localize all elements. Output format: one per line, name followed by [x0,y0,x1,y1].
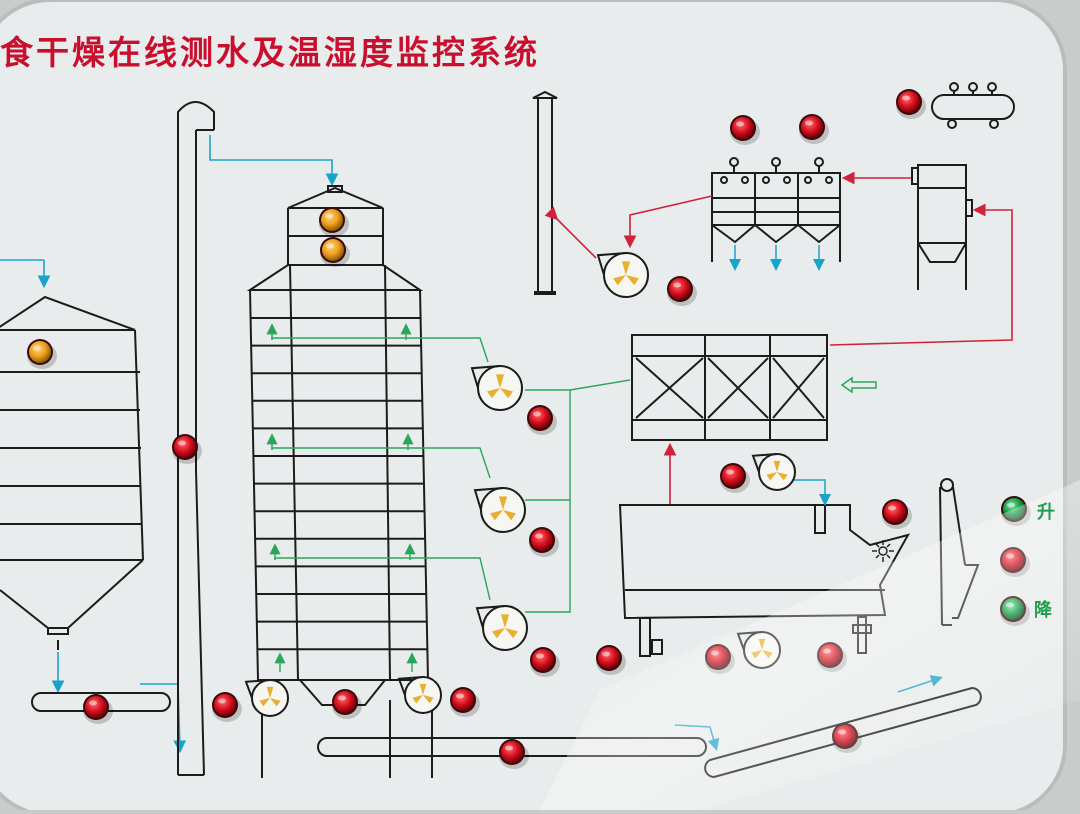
indicator-lamp-red [720,463,750,493]
cyclone-separator [911,164,973,290]
heat-exchanger [631,334,828,441]
indicator-lamp-red [212,692,242,722]
indicator-lamp-red [172,434,202,464]
indicator-lamp-red [799,114,829,144]
airflow-inlet-arrow [840,376,877,394]
indicator-lamp-orange [320,237,350,267]
label-up: 升 [1037,502,1055,523]
fan-icon [751,453,796,491]
indicator-lamp-red [527,405,557,435]
indicator-lamp-orange [27,339,57,369]
storage-silo-left [0,295,144,650]
air-compressor [931,82,1015,129]
indicator-lamp-red [896,89,926,119]
bucket-elevator [177,101,215,776]
indicator-lamp-red [499,739,529,769]
indicator-lamp-red [83,694,113,724]
indicator-lamp-red [450,687,480,717]
glass-reflection [540,480,1080,810]
label-down: 降 [1034,600,1052,621]
fan-icon [475,605,528,651]
indicator-lamp-red [667,276,697,306]
indicator-lamp-red [596,645,626,675]
indicator-lamp-red [730,115,760,145]
fan-icon [596,252,649,298]
fan-icon [244,679,289,717]
dust-collector [711,157,841,262]
indicator-lamp-red [332,689,362,719]
indicator-lamp-orange [319,207,349,237]
fan-icon [473,487,526,533]
indicator-lamp-red [529,527,559,557]
burner-icon [872,540,894,562]
fan-icon [470,365,523,411]
fan-icon [397,676,442,714]
indicator-lamp-red [530,647,560,677]
dryer-tower [246,185,429,681]
panel-title: 食干燥在线测水及温湿度监控系统 [0,33,540,72]
exhaust-chimney [532,90,558,295]
indicator-lamp-red [882,499,912,529]
